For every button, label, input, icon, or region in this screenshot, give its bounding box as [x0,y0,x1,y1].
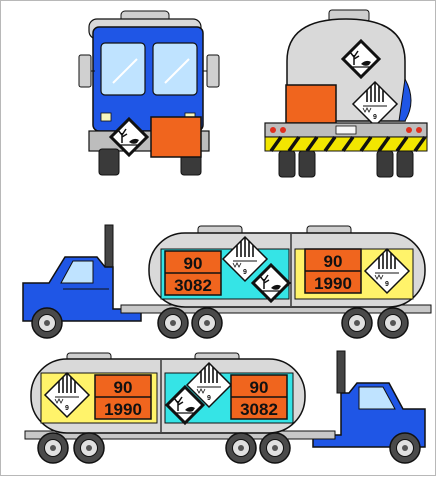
placard-b-side1-un-number: 1990 [314,274,352,293]
side2-trailer-wheel-2 [74,433,104,463]
side1-drive-wheel-2 [192,308,222,338]
rear-class9-number: 9 [373,114,377,121]
placard-a-side2: 90 3082 [231,375,287,419]
tanker-side-view-cab-left: 90 3082 9 90 1990 9 [23,225,431,338]
truck-front-view [79,11,219,175]
placard-a-side1-hazard-id: 90 [184,254,203,273]
placard-a-side2-un-number: 3082 [240,400,278,419]
tanker-rear-view: 9 [265,10,427,177]
placard-a-side1: 90 3082 [165,251,221,295]
side1-class9-number: 9 [243,269,247,276]
side2-class9-number-rear: 9 [207,395,211,402]
side2-front-wheel [390,433,420,463]
side1-drive-wheel-1 [158,308,188,338]
side1-trailer-wheel-1 [342,308,372,338]
front-orange-plate [151,117,201,157]
placard-a-side1-un-number: 3082 [174,276,212,295]
side1-front-wheel [32,308,62,338]
side2-trailer-wheel-1 [38,433,68,463]
rear-orange-plate [286,85,336,123]
placard-b-side1-hazard-id: 90 [324,252,343,271]
side2-class9-number: 9 [65,405,69,412]
placard-b-side2-hazard-id: 90 [114,378,133,397]
tanker-side-view-cab-right: 9 90 1990 9 90 3082 [25,351,425,463]
side1-trailer-wheel-2 [378,308,408,338]
side2-drive-wheel-2 [260,433,290,463]
side2-drive-wheel-1 [226,433,256,463]
side1-class9-number-rear: 9 [385,281,389,288]
placard-b-side2: 90 1990 [95,375,151,419]
placard-a-side2-hazard-id: 90 [250,378,269,397]
placard-b-side1: 90 1990 [305,249,361,293]
placard-b-side2-un-number: 1990 [104,400,142,419]
